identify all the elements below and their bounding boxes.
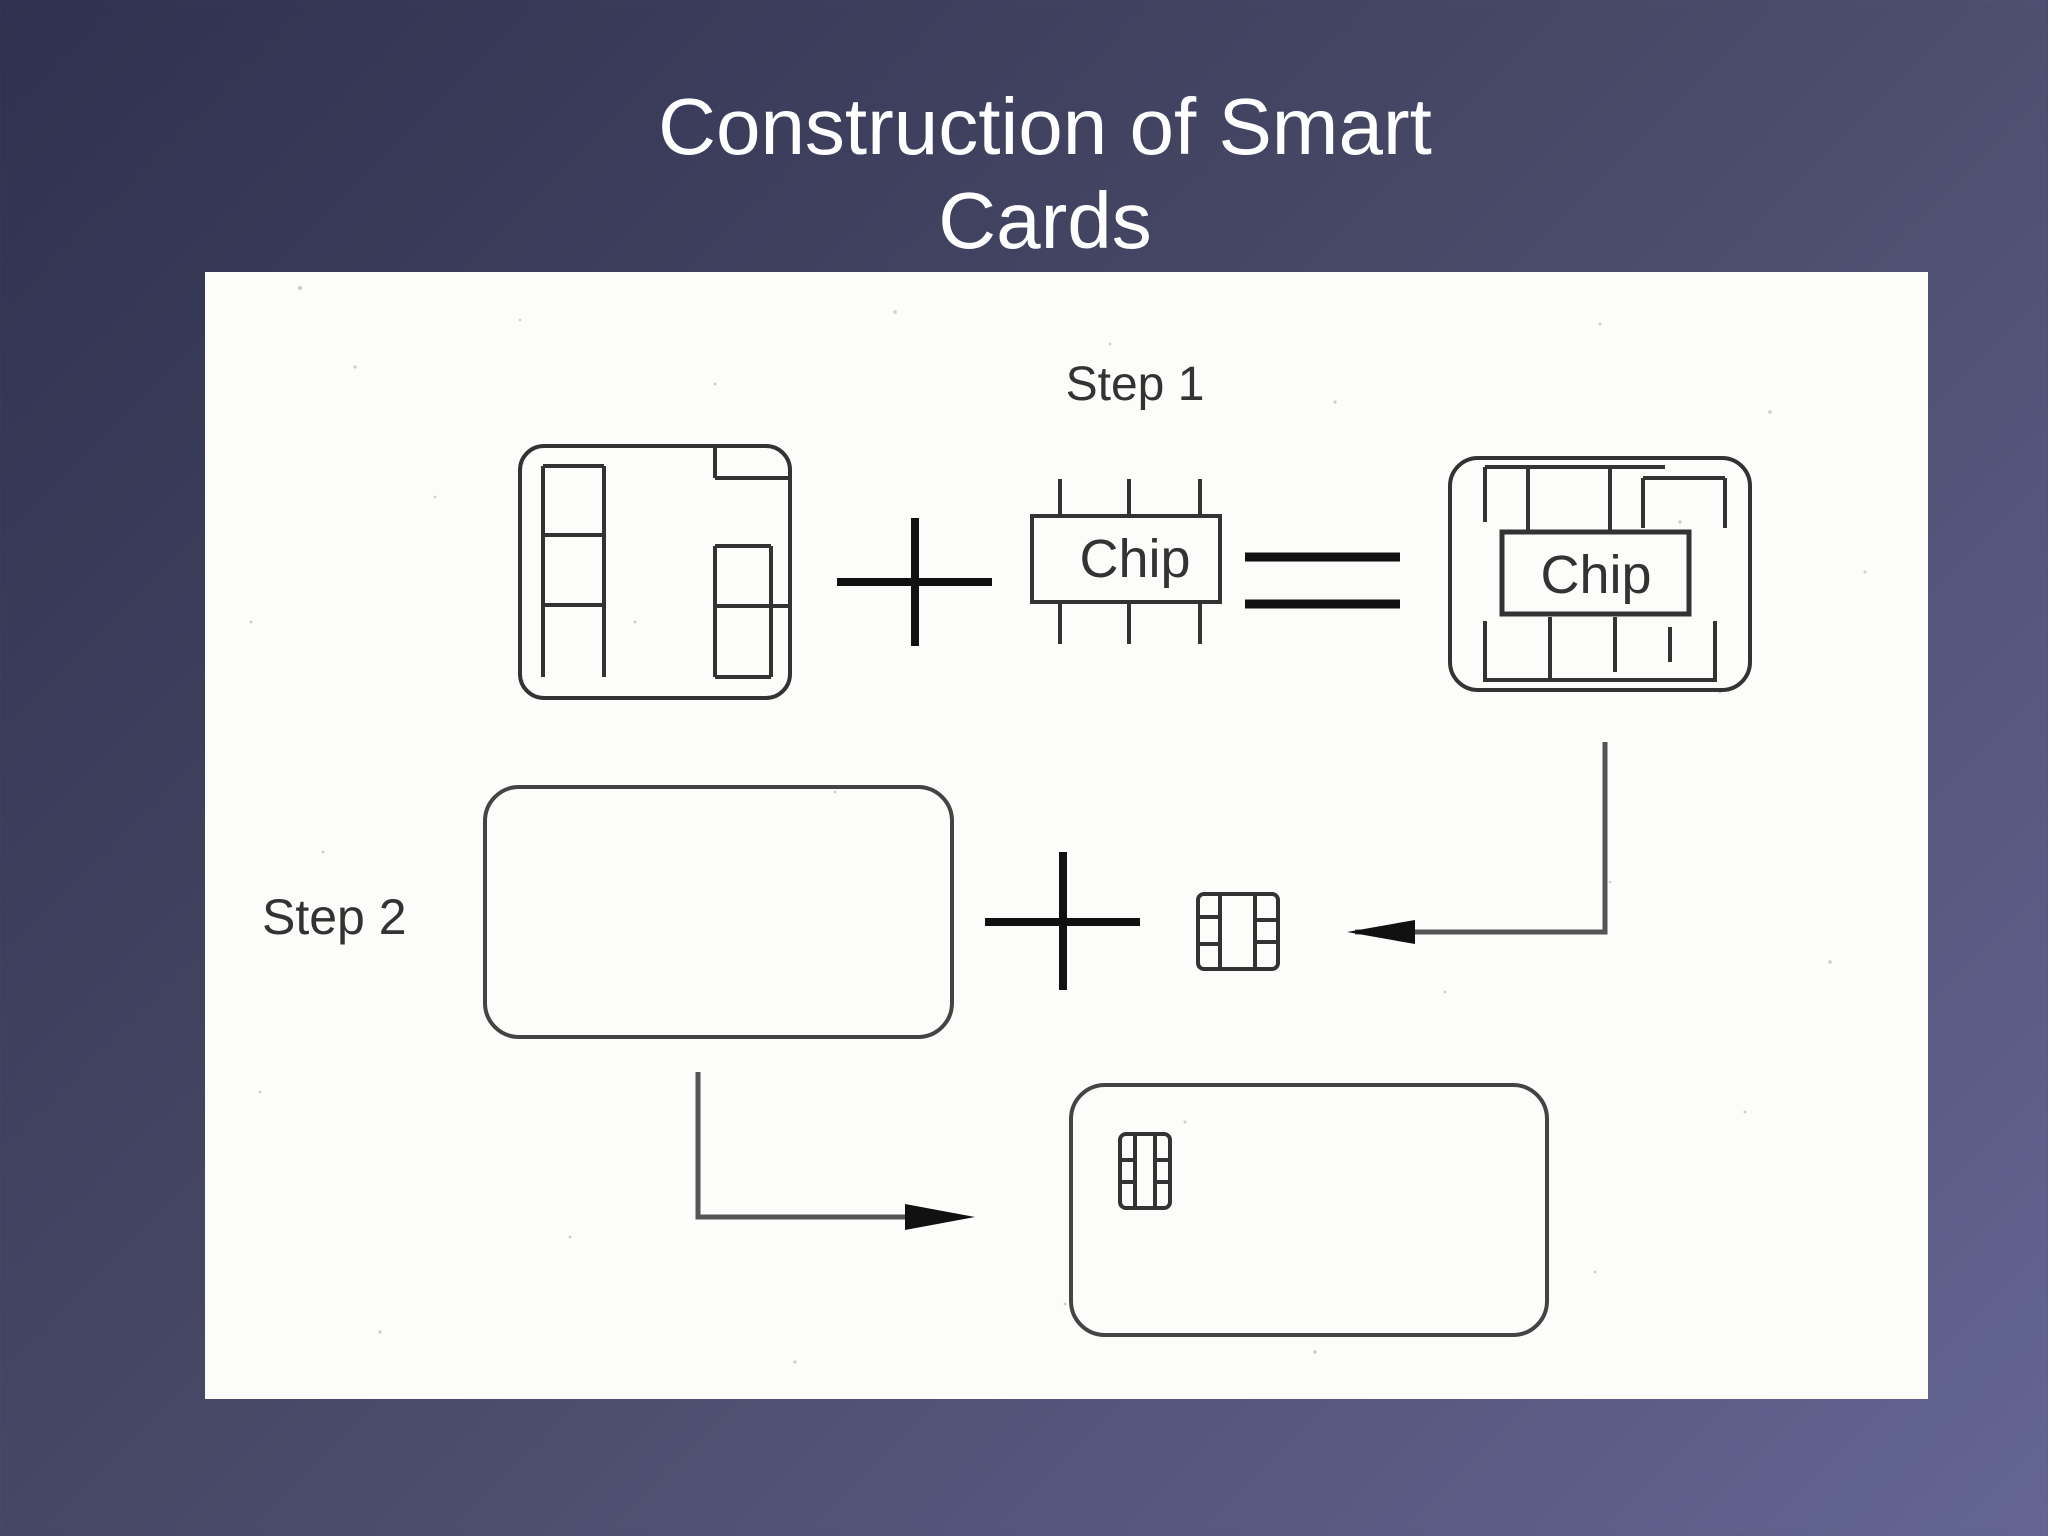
step-2-label: Step 2 xyxy=(262,889,407,945)
connector-arrow-to-final-card xyxy=(695,1072,975,1230)
step-1-label: Step 1 xyxy=(1066,358,1205,411)
smart-card-diagram: Step 1 xyxy=(205,272,1928,1399)
assembled-chip-module xyxy=(1448,456,1752,692)
connector-arrow-to-step-2 xyxy=(1347,742,1608,944)
paper-speckle xyxy=(249,286,1867,1364)
slide-title-line-1: Construction of Smart xyxy=(658,82,1432,171)
equals-sign xyxy=(1245,552,1400,609)
assembled-chip-label: Chip xyxy=(1540,545,1651,605)
chip-component xyxy=(1030,479,1222,644)
slide-title-line-2: Cards xyxy=(938,176,1152,265)
slide-title: Construction of Smart Cards xyxy=(0,80,2048,268)
contact-pad-module xyxy=(518,444,792,700)
finished-smart-card xyxy=(1069,1083,1549,1337)
smart-card-construction-svg: Step 1 xyxy=(249,286,1867,1364)
chip-label: Chip xyxy=(1079,529,1190,589)
blank-card xyxy=(483,785,954,1039)
small-chip-module xyxy=(1196,892,1280,971)
plus-sign-step-2 xyxy=(985,852,1140,990)
plus-sign-step-1 xyxy=(837,518,992,646)
